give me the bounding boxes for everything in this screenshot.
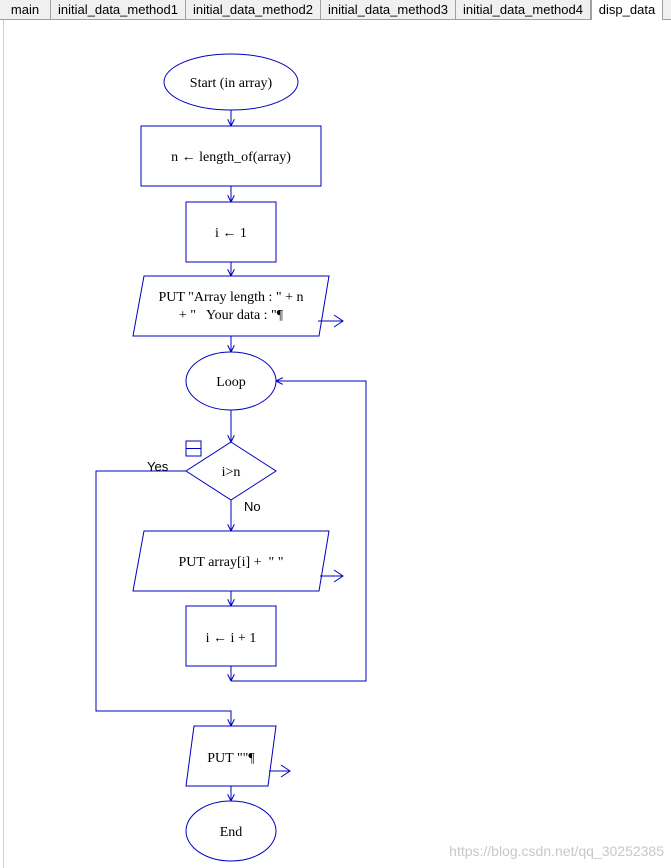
output-array-item[interactable]	[132, 530, 330, 592]
yes-label: Yes	[147, 459, 169, 474]
tab-initial-data-method1[interactable]: initial_data_method1	[51, 0, 186, 19]
tab-disp-data[interactable]: disp_data	[591, 0, 663, 20]
tab-bar: main initial_data_method1 initial_data_m…	[0, 0, 671, 20]
watermark: https://blog.csdn.net/qq_30252385	[449, 843, 664, 859]
output3-label: PUT ""¶	[207, 751, 255, 766]
assign-n-label: n ← length_of(array)	[171, 150, 291, 165]
output1-line1: PUT "Array length : " + n	[158, 290, 303, 305]
loop-back-connector	[231, 381, 367, 682]
end-label: End	[220, 825, 243, 840]
output-arrow	[269, 764, 291, 778]
tab-initial-data-method2[interactable]: initial_data_method2	[186, 0, 321, 19]
tab-initial-data-method3[interactable]: initial_data_method3	[321, 0, 456, 19]
end-terminal[interactable]	[185, 800, 277, 862]
output1-line2: + " Your data : "¶	[179, 308, 284, 323]
output2-label: PUT array[i] + " "	[179, 555, 284, 570]
assign-i-label: i ← 1	[215, 226, 247, 241]
loop-label: Loop	[216, 375, 246, 390]
decision-label: i>n	[222, 465, 241, 480]
tab-main[interactable]: main	[0, 0, 51, 19]
output-newline[interactable]	[185, 725, 277, 787]
output-arrow	[320, 569, 344, 583]
increment-label: i ← i + 1	[206, 631, 257, 646]
start-label: Start (in array)	[190, 76, 273, 91]
no-label: No	[244, 499, 261, 514]
connector-yes	[95, 470, 231, 726]
tab-initial-data-method4[interactable]: initial_data_method4	[456, 0, 591, 19]
output-array-length[interactable]	[132, 275, 330, 337]
flowchart-canvas	[3, 20, 671, 868]
output-arrow	[318, 314, 344, 328]
